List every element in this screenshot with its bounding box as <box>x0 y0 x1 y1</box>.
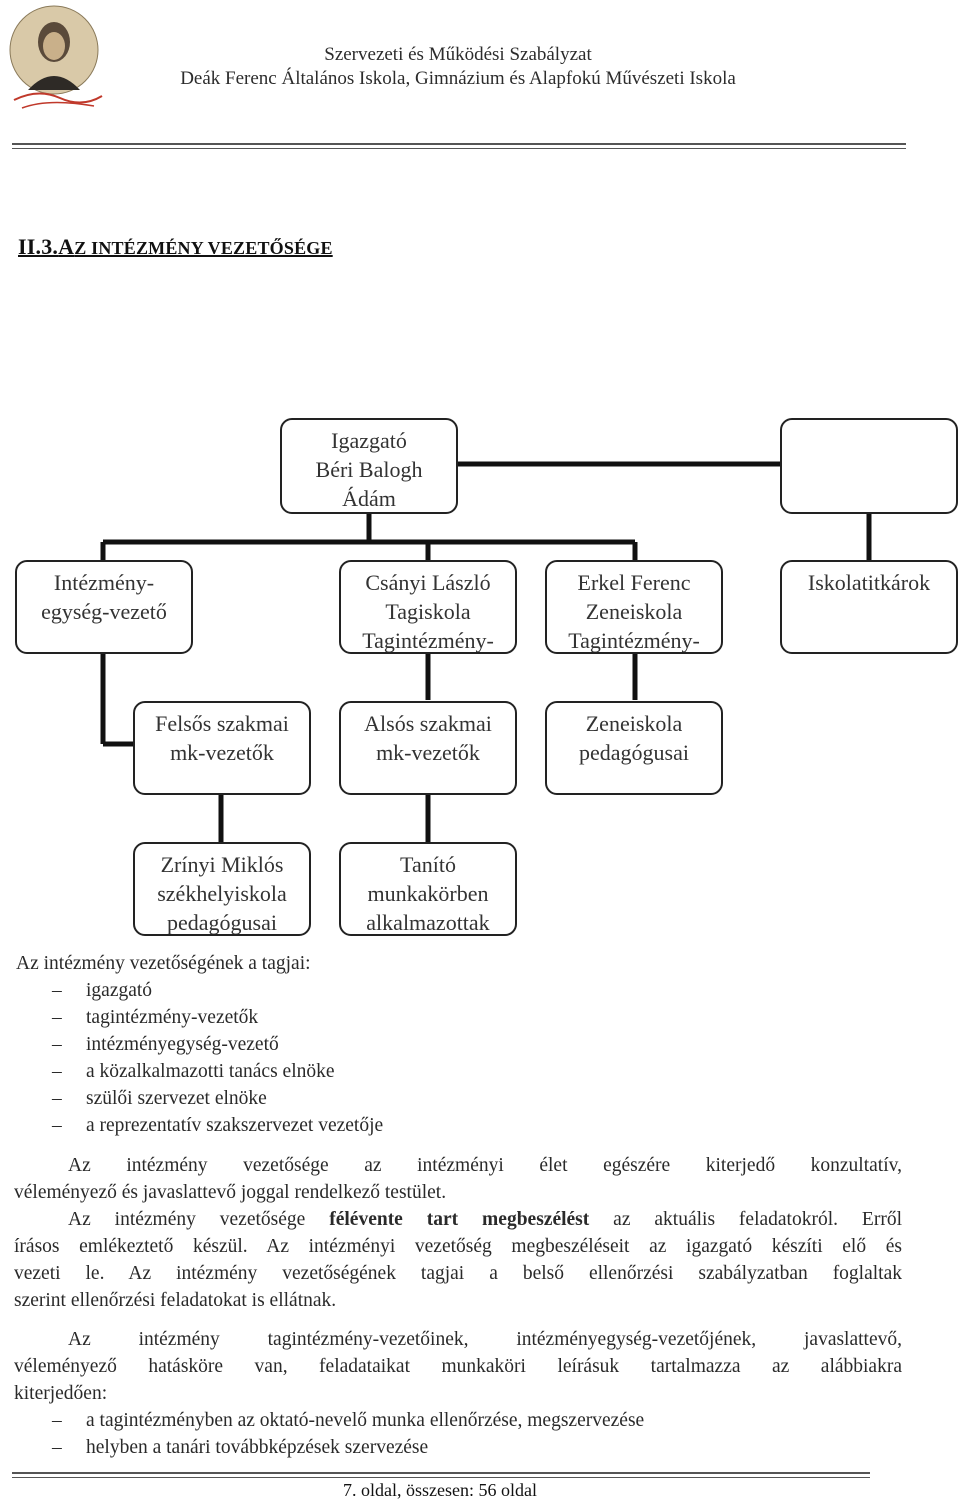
member-item: –a közalkalmazotti tanács elnöke <box>52 1061 335 1082</box>
members-intro: Az intézmény vezetőségének a tagjai: <box>16 953 311 974</box>
header-school-name: Deák Ferenc Általános Iskola, Gimnázium … <box>180 68 736 89</box>
empty-box <box>780 418 958 514</box>
footer-rule <box>12 1472 870 1474</box>
school-logo <box>8 2 108 126</box>
member-item: –a reprezentatív szakszervezet vezetője <box>52 1115 384 1136</box>
secretaries-box: Iskolatitkárok <box>780 560 958 654</box>
paragraph-3-line-2: véleményező hatásköre van, feladataikat … <box>14 1356 902 1377</box>
header-rule <box>12 143 906 145</box>
task-item: –helyben a tanári továbbképzések szervez… <box>52 1437 429 1458</box>
paragraph-1-line-2: véleményező és javaslattevő joggal rende… <box>14 1182 447 1203</box>
meeting-frequency: félévente tart megbeszélést <box>329 1209 590 1230</box>
page-number: 7. oldal, összesen: 56 oldal <box>343 1480 537 1500</box>
paragraph-3-line-3: kiterjedően: <box>14 1383 108 1404</box>
paragraph-1-line-1: Az intézmény vezetősége az intézményi él… <box>68 1155 902 1176</box>
member-item: –intézményegység-vezető <box>52 1034 279 1055</box>
task-item: –a tagintézményben az oktató-nevelő munk… <box>52 1410 645 1431</box>
org-chart-connectors <box>100 461 872 842</box>
paragraph-2-line-1: Az intézmény vezetősége félévente tart m… <box>68 1209 902 1230</box>
paragraph-2-line-2: írásos emlékeztető készül. Az intézményi… <box>14 1236 902 1257</box>
member-item: –igazgató <box>52 980 153 1001</box>
section-title: II.3.AZ INTÉZMÉNY VEZETŐSÉGE <box>18 234 333 259</box>
footer-rule-thin <box>12 1477 870 1478</box>
member-item: –szülői szervezet elnöke <box>52 1088 267 1109</box>
header-title: Szervezeti és Működési Szabályzat <box>324 44 592 65</box>
paragraph-3-line-1: Az intézmény tagintézmény-vezetőinek, in… <box>68 1329 902 1350</box>
member-item: –tagintézmény-vezetők <box>52 1007 259 1028</box>
paragraph-2-line-4: szerint ellenőrzési feladatokat is ellát… <box>14 1290 337 1311</box>
paragraph-2-line-3: vezeti le. Az intézmény vezetőségének ta… <box>14 1263 902 1284</box>
header-rule-thin <box>12 148 906 149</box>
unit-head-box: Intézmény-egység-vezető <box>15 560 193 654</box>
